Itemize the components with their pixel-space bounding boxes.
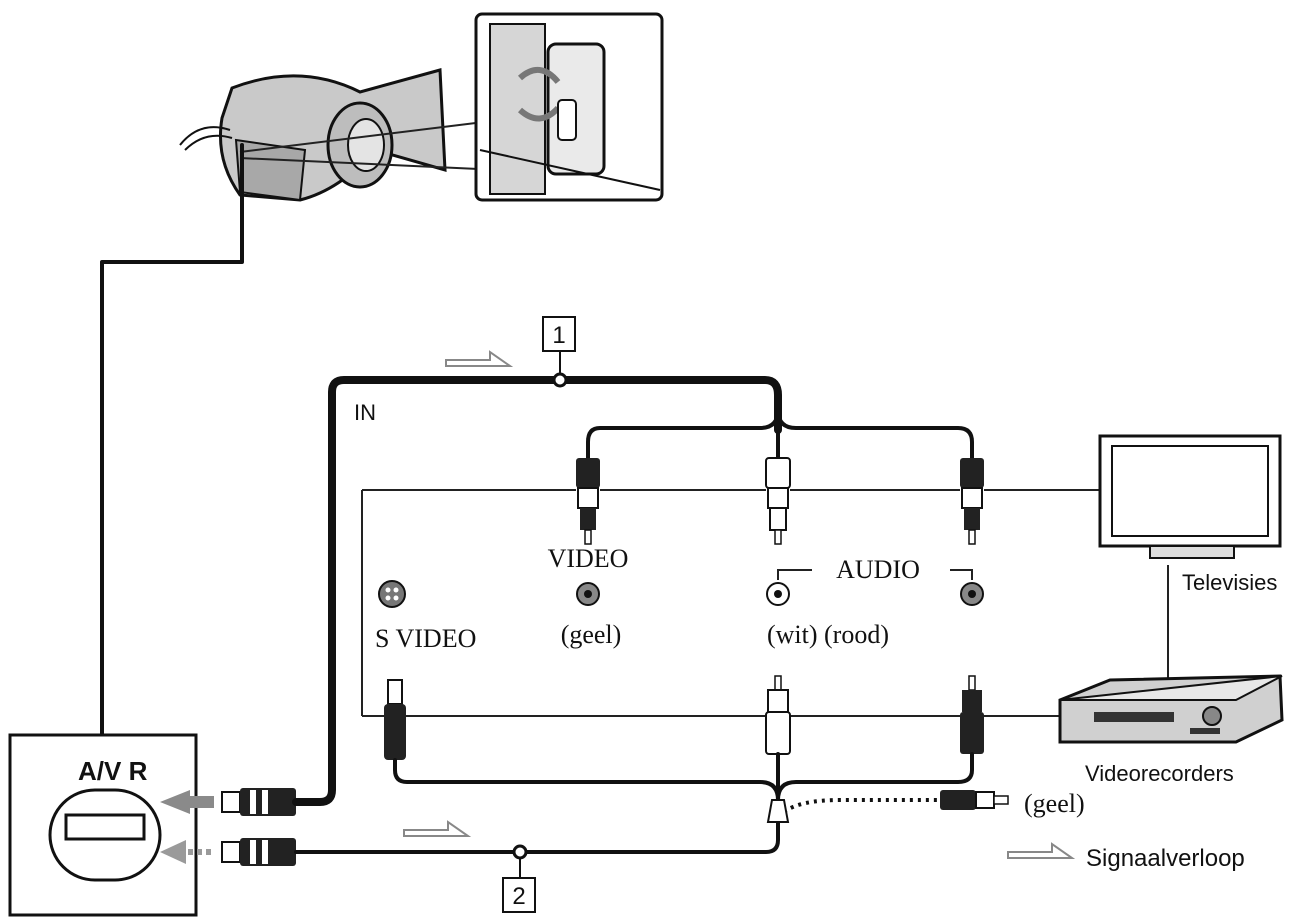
av-r-label: A/V R: [78, 756, 148, 786]
s-video-jack-icon: [378, 580, 406, 608]
signaalverloop-label: Signaalverloop: [1086, 845, 1245, 872]
s-video-label: S VIDEO: [375, 624, 476, 653]
rca-plug-white-bottom: [765, 675, 791, 755]
av-plug-2: [221, 838, 296, 866]
video-jack-icon: [576, 582, 600, 606]
signal-arrow-icon-1: [445, 350, 514, 367]
av-plug-1: [221, 788, 296, 816]
input-arrow-dashed: [160, 840, 214, 864]
callout-box-1: [542, 316, 576, 352]
video-label: VIDEO: [548, 544, 629, 573]
video-color-label: (geel): [561, 620, 622, 649]
camcorder-icon: [179, 68, 447, 202]
cable-2-svideo-lead: [393, 758, 780, 802]
rca-plug-audio-red-top: [960, 458, 984, 545]
rca-plug-audio-white-top: [765, 457, 791, 545]
geel-plug-label: (geel): [1024, 789, 1085, 818]
audio-bracket-right: [950, 569, 973, 580]
zoom-line-bottom: [239, 157, 501, 171]
cable-1-audio-red-lead: [776, 408, 974, 460]
rca-plug-red-bottom: [960, 675, 984, 754]
zoom-line-top: [239, 119, 501, 153]
av-r-terminal-box: [8, 733, 198, 917]
cable-2: [294, 804, 780, 854]
audio-red-jack-icon: [960, 582, 984, 606]
s-video-plug-bottom: [384, 679, 406, 760]
input-arrow-solid: [160, 790, 214, 814]
audio-white-jack-icon: [766, 582, 790, 606]
callout-box-2: [502, 877, 536, 913]
in-label: IN: [354, 400, 376, 425]
cable-1-marker: [552, 372, 568, 388]
callout-1-text: 1: [552, 322, 565, 349]
rca-plug-video-top: [576, 458, 600, 545]
audio-color-label: (wit) (rood): [767, 620, 889, 649]
signal-arrow-icon-legend: [1007, 842, 1076, 859]
callout-2-text: 2: [512, 883, 525, 910]
cable-1: [292, 376, 782, 806]
camcorder-cable: [100, 143, 244, 737]
cable-1-video-lead: [586, 408, 780, 460]
televisies-label: Televisies: [1182, 570, 1277, 595]
vcr-icon: [1058, 674, 1284, 744]
rca-plug-yellow: [940, 790, 1009, 810]
audio-label: AUDIO: [836, 555, 920, 584]
cable-2-junction: [766, 799, 790, 823]
cable-2-marker: [512, 844, 528, 860]
signal-arrow-icon-2: [403, 820, 472, 837]
connector-zoom-icon: [474, 12, 664, 202]
videorecorders-label: Videorecorders: [1085, 761, 1234, 786]
cable-2-yellow-lead: [782, 798, 940, 814]
television-icon: [1098, 434, 1282, 559]
cable-2-red-lead: [776, 752, 974, 802]
audio-bracket-left: [777, 569, 812, 580]
